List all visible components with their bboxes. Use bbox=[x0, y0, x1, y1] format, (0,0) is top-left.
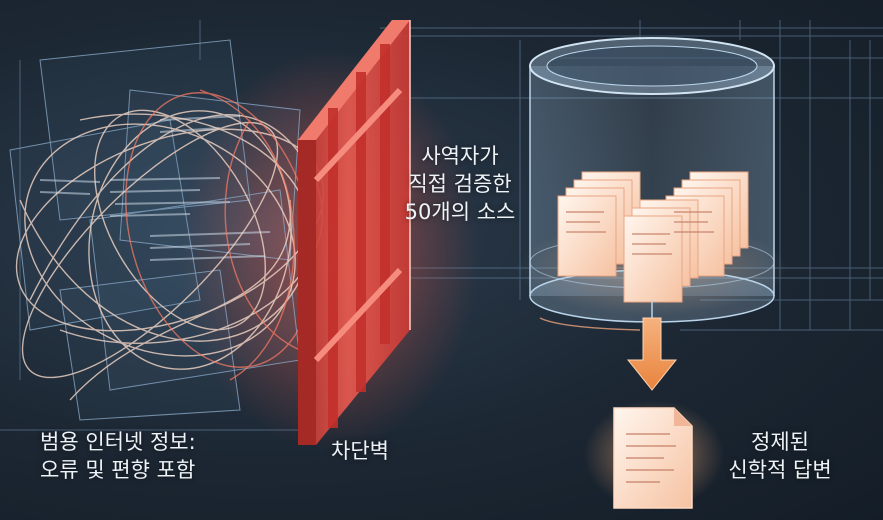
answer-line1: 정제된 bbox=[751, 430, 809, 454]
refined-answer-label: 정제된 신학적 답변 bbox=[718, 428, 842, 484]
verified-sources-label: 사역자가 직접 검증한 50개의 소스 bbox=[404, 142, 516, 226]
answer-document bbox=[584, 400, 724, 510]
answer-line2: 신학적 답변 bbox=[728, 458, 832, 482]
doc-stack-left bbox=[557, 171, 641, 277]
sources-line3: 50개의 소스 bbox=[404, 200, 516, 224]
internet-info-line2: 오류 및 편향 포함 bbox=[40, 458, 196, 482]
sources-line1: 사역자가 bbox=[421, 144, 499, 168]
sources-line2: 직접 검증한 bbox=[408, 172, 512, 196]
flow-arrow bbox=[539, 300, 678, 391]
internet-text-lines bbox=[39, 115, 271, 261]
doc-text-lines bbox=[566, 211, 714, 255]
wall-label-text: 차단벽 bbox=[331, 439, 389, 463]
wall-label: 차단벽 bbox=[331, 437, 389, 465]
source-documents bbox=[557, 171, 749, 303]
internet-info-line1: 범용 인터넷 정보: bbox=[40, 430, 196, 454]
blocking-wall bbox=[298, 20, 411, 445]
internet-info-label: 범용 인터넷 정보: 오류 및 편향 포함 bbox=[40, 428, 196, 484]
doc-stack-center bbox=[623, 199, 699, 303]
